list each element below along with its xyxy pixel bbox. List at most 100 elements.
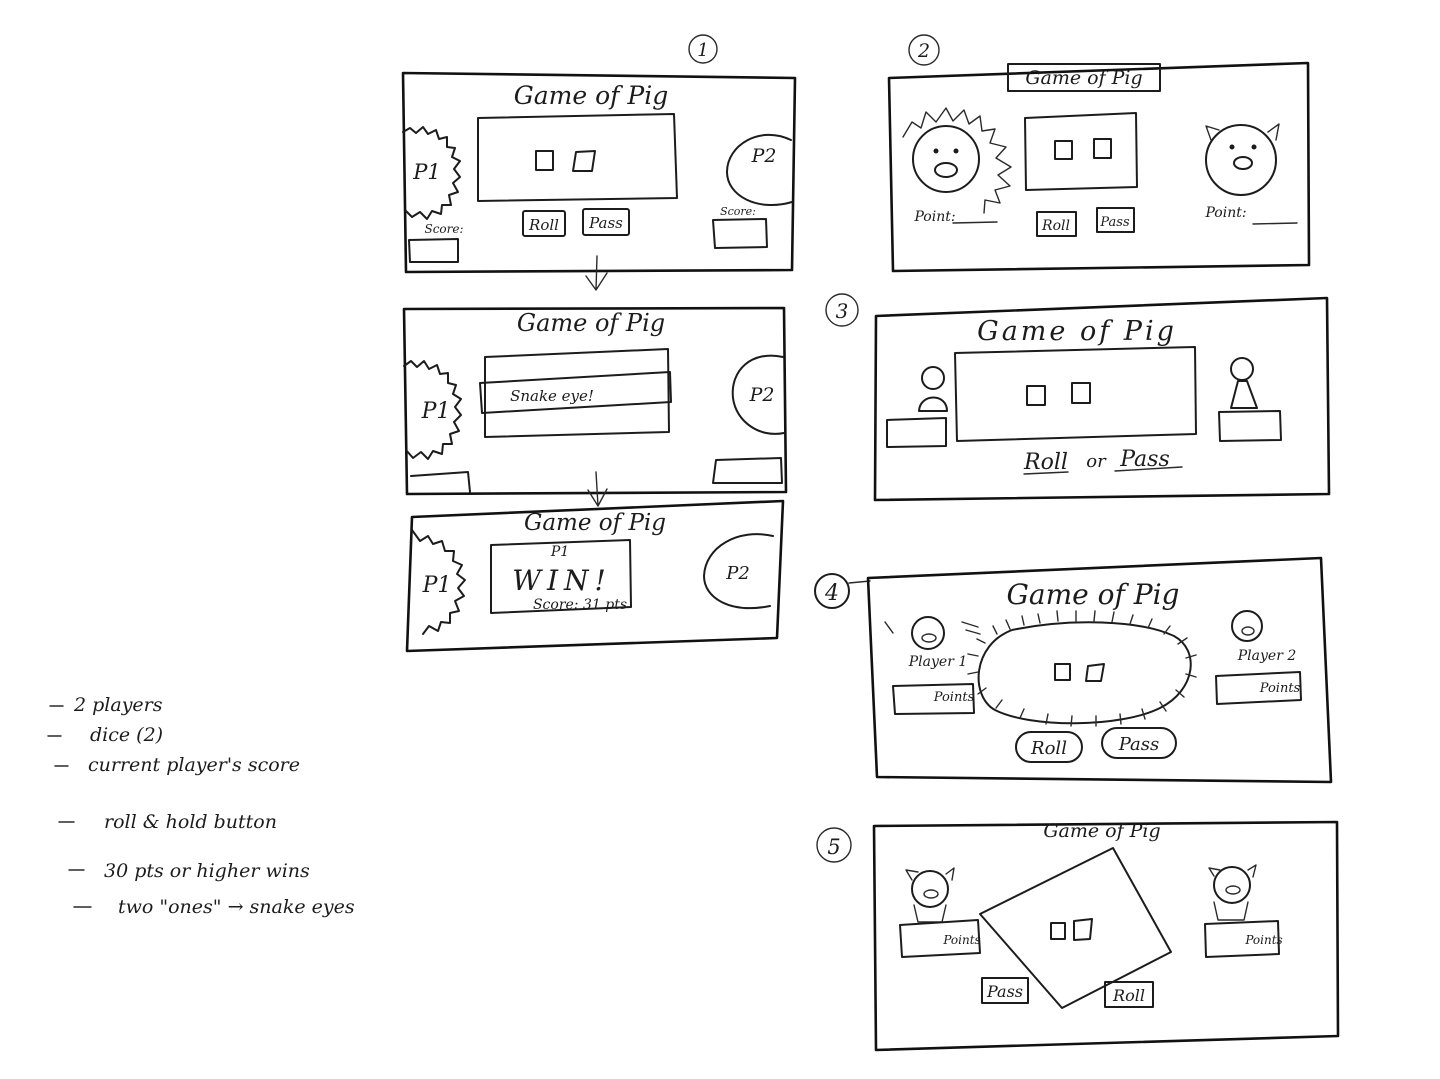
number-pointer (848, 580, 871, 584)
player2-label: Player 2 (1237, 648, 1297, 664)
game-title: Game of Pig (517, 309, 665, 337)
p2-label: P2 (725, 563, 750, 584)
winner-label: P1 (550, 544, 569, 560)
game-title: Game of Pig (1043, 820, 1160, 842)
roll-label: Roll (528, 216, 559, 234)
pass-button[interactable] (1101, 727, 1177, 759)
sketch-number: 3 (836, 299, 849, 323)
p2-avatar (726, 133, 793, 207)
p2-score-box (712, 218, 768, 249)
screen-frame (872, 820, 1340, 1052)
die-2 (1093, 138, 1112, 159)
p2-score-label: Score: (720, 205, 756, 218)
p2-points-label: Point: (1204, 205, 1246, 221)
dice-area (1024, 112, 1138, 191)
pass-label: Pass (588, 214, 623, 232)
note-item: dice (2) (90, 724, 163, 746)
p1-label: P1 (412, 160, 441, 184)
p2-head (1230, 357, 1254, 381)
snake-eye-banner (479, 371, 672, 414)
game-title: Game of Pig (524, 510, 666, 536)
p2-avatar (731, 354, 785, 435)
note-item: current player's score (88, 754, 300, 776)
p1-score-box (410, 471, 471, 493)
roll-button[interactable] (1015, 731, 1083, 763)
p1-score-label: Score: (424, 222, 463, 236)
screen-frame (866, 556, 1333, 784)
pig-eye (1251, 144, 1257, 150)
win-message: WIN! (512, 564, 612, 597)
pass-button[interactable] (981, 977, 1029, 1004)
or-label: or (1086, 451, 1107, 472)
p1-pig-avatar (911, 616, 945, 650)
win-panel (490, 539, 632, 614)
flow-arrow (585, 255, 608, 291)
dice-area (954, 346, 1197, 442)
p2-label: P2 (749, 384, 775, 406)
roll-label: Roll (1112, 986, 1145, 1005)
roll-underline (1023, 471, 1069, 475)
sketch-number-badge (825, 293, 859, 327)
pig-eye (953, 148, 959, 154)
p2-avatar (703, 533, 774, 610)
p2-points-label: Points (1259, 681, 1301, 696)
pig-snout (923, 889, 939, 899)
p2-points-line (1252, 222, 1298, 225)
note-item: roll & hold button (104, 811, 277, 833)
excitement-marks (884, 621, 981, 635)
p1-label: P1 (422, 573, 452, 598)
die-2 (1071, 382, 1091, 404)
sketch-2: 2 Game of Pig Point: Point: Roll Pass (887, 34, 1311, 273)
p1-head (921, 366, 945, 390)
player1-label: Player 1 (908, 654, 968, 670)
pig-snout (1241, 626, 1255, 636)
p2-points-box (1204, 920, 1280, 958)
pig-ears (1208, 864, 1257, 878)
roll-button[interactable] (1036, 211, 1077, 237)
sketch-number-badge (816, 827, 852, 863)
p1-points-line (952, 221, 998, 224)
p2-label: P2 (751, 145, 777, 167)
pass-label: Pass (986, 982, 1023, 1001)
p1-avatar (918, 396, 948, 412)
p1-points-label: Points (942, 933, 980, 947)
sketch-number-badge (814, 573, 850, 609)
sketch-number: 5 (827, 835, 840, 859)
p1-mane (902, 107, 1012, 214)
p1-score-box (886, 417, 947, 448)
p1-active-avatar (402, 126, 461, 220)
sketch-1-win: Game of Pig P1 P1 WIN! Score: 31 pts P2 (405, 499, 785, 653)
note-item: two "ones" → snake eyes (118, 896, 355, 918)
p1-active-avatar (411, 529, 466, 635)
pig-ears (1205, 123, 1280, 141)
p1-pig-avatar (911, 870, 949, 908)
p2-pig-avatar (1231, 610, 1263, 642)
p2-pig-avatar (1205, 124, 1277, 196)
die-2 (572, 150, 596, 172)
title-box (1007, 63, 1161, 92)
pig-snout (1233, 156, 1253, 170)
pig-eye (1229, 144, 1235, 150)
table (977, 621, 1192, 725)
p1-points-box (899, 919, 981, 958)
pass-button[interactable] (1096, 207, 1135, 233)
table (979, 847, 1172, 1009)
p2-score-box (712, 457, 783, 484)
roll-label[interactable]: Roll (1023, 450, 1068, 475)
p2-points-label: Points (1244, 933, 1282, 947)
pass-button[interactable] (582, 208, 630, 236)
die-2 (1073, 918, 1093, 941)
snake-eye-message: Snake eye! (510, 387, 594, 405)
game-title: Game of Pig (514, 81, 668, 110)
dice-area (477, 113, 678, 202)
sketch-4: 4 Game of Pig Player 1 Points Player 2 P… (814, 556, 1333, 784)
sketch-number: 2 (917, 40, 930, 62)
table-edge-ticks (967, 610, 1197, 727)
die-1 (535, 150, 554, 171)
die-2 (1085, 663, 1105, 682)
roll-button[interactable] (1104, 981, 1154, 1008)
die-1 (1054, 663, 1071, 681)
roll-button[interactable] (522, 210, 566, 237)
pass-label: Pass (1099, 215, 1130, 230)
